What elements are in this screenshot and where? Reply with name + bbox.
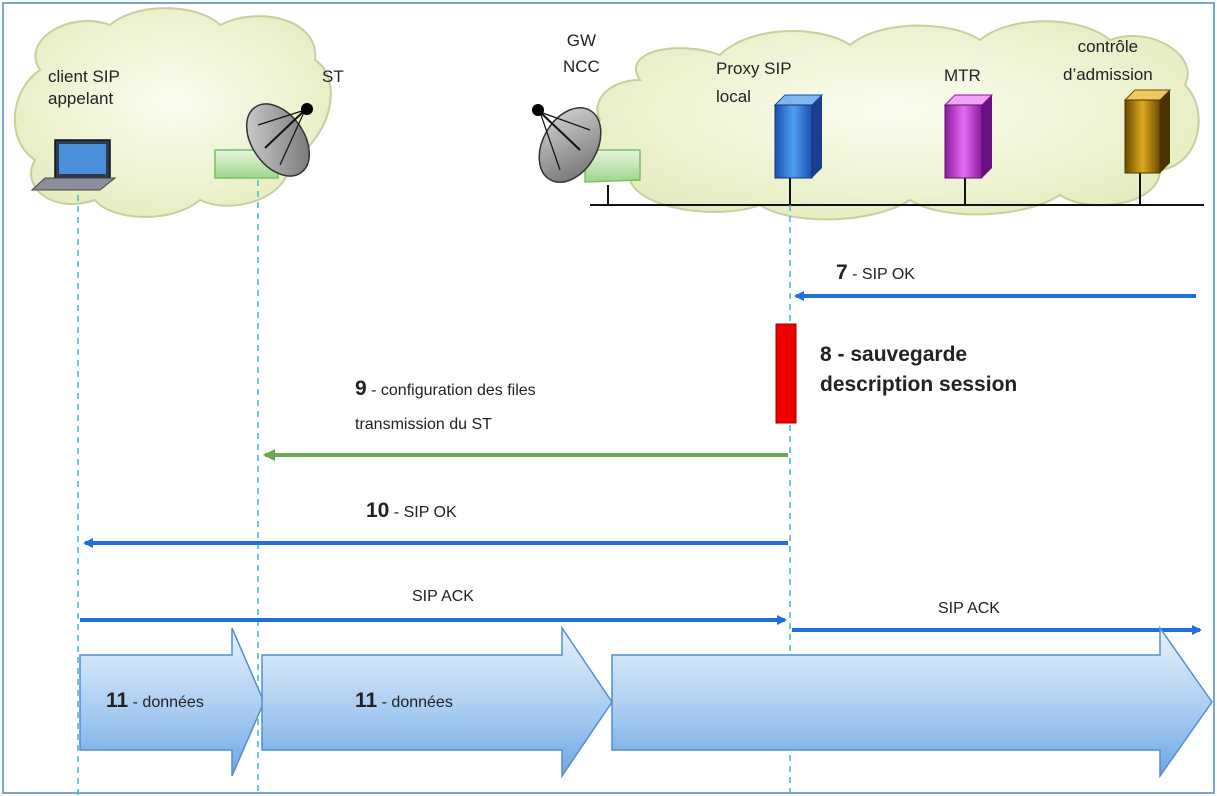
admission-server-icon (1123, 89, 1172, 174)
message-8-label: 8 - sauvegarde description session (820, 343, 1018, 396)
data-arrow-1 (79, 627, 265, 777)
data-arrow-2 (261, 625, 613, 779)
mtr-server-icon (943, 94, 994, 179)
client-label: client SIP appelant (48, 67, 120, 108)
gw-ncc-label: GW NCC (563, 31, 600, 76)
st-label: ST (322, 67, 344, 86)
message-7-label: 7 - SIP OK (836, 261, 915, 284)
proxy-server-icon (773, 94, 824, 179)
right-cloud (589, 20, 1200, 221)
sip-ack-2-label: SIP ACK (938, 600, 1000, 617)
laptop-icon (30, 139, 117, 191)
mtr-label: MTR (944, 66, 981, 85)
admission-label: contrôle d’admission (1063, 37, 1153, 84)
gw-satellite-dish-icon (532, 104, 602, 183)
gw-modem-icon (584, 149, 641, 183)
data-1-label: 11 - données (106, 689, 204, 712)
proxy-label: Proxy SIP local (716, 59, 792, 106)
message-9-label: 9 - configuration des files transmission… (355, 377, 536, 434)
data-arrow-3 (611, 625, 1213, 779)
save-session-box (775, 323, 797, 424)
sip-ack-1-label: SIP ACK (412, 588, 474, 605)
satellite-dish-icon (245, 103, 313, 177)
message-10-label: 10 - SIP OK (366, 499, 457, 522)
data-2-label: 11 - données (355, 689, 453, 712)
